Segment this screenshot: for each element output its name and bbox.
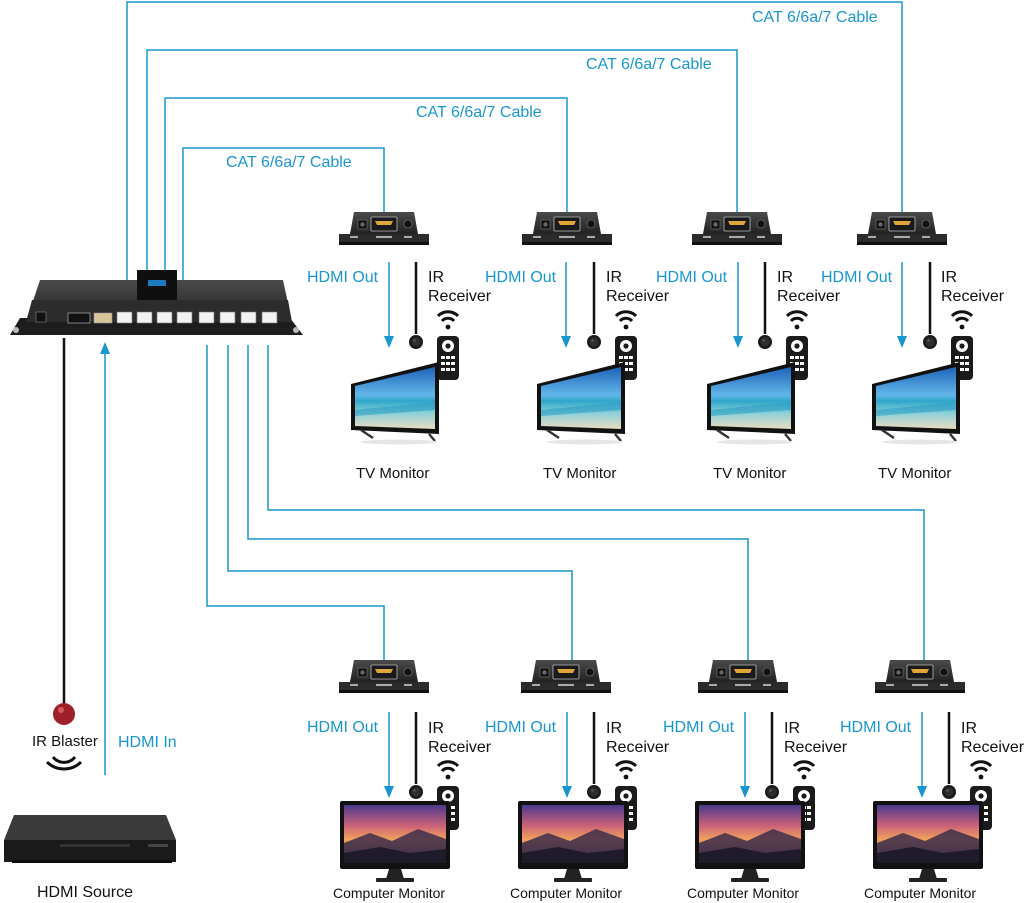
bottom-row-devices — [338, 659, 994, 882]
ir-receiver-line1: IR — [941, 269, 957, 286]
hdmi-out-label: HDMI Out — [656, 269, 728, 286]
ir-receiver-line1: IR — [961, 720, 977, 737]
ir-receiver-line2: Receiver — [606, 739, 670, 756]
ir-receiver-line1: IR — [784, 720, 800, 737]
ir-receiver-label: IR Receiver — [784, 719, 847, 757]
ir-receiver-label: IR Receiver — [777, 268, 840, 306]
ir-receiver-line1: IR — [428, 269, 444, 286]
computer-monitor-label: Computer Monitor — [510, 885, 623, 901]
hdmi-out-label: HDMI Out — [485, 269, 557, 286]
ir-receiver-line1: IR — [777, 269, 793, 286]
tv-monitor-label: TV Monitor — [543, 465, 617, 482]
ir-receiver-line2: Receiver — [606, 288, 670, 305]
ir-receiver-label: IR Receiver — [428, 719, 491, 757]
ir-receiver-line2: Receiver — [428, 739, 492, 756]
tv-monitor-label: TV Monitor — [356, 465, 430, 482]
cat-cables-top — [126, 1, 903, 280]
ir-blaster-label: IR Blaster — [32, 733, 98, 750]
ir-receiver-label: IR Receiver — [961, 719, 1024, 757]
hdmi-in-arrow — [100, 342, 110, 775]
cable-label-4: CAT 6/6a/7 Cable — [226, 154, 352, 171]
hdmi-in-label: HDMI In — [118, 734, 177, 751]
ir-blaster-icon — [53, 703, 75, 725]
ir-receiver-line2: Receiver — [961, 739, 1024, 756]
ir-receiver-line2: Receiver — [941, 288, 1005, 305]
hdmi-out-label: HDMI Out — [840, 719, 912, 736]
ir-receiver-line2: Receiver — [784, 739, 848, 756]
hdmi-splitter-icon — [10, 270, 303, 335]
hdmi-out-label: HDMI Out — [485, 719, 557, 736]
computer-monitor-label: Computer Monitor — [333, 885, 446, 901]
top-row-devices — [338, 211, 975, 446]
cable-label-1: CAT 6/6a/7 Cable — [752, 9, 878, 26]
ir-receiver-line2: Receiver — [777, 288, 841, 305]
ir-receiver-label: IR Receiver — [428, 268, 491, 306]
computer-monitor-label: Computer Monitor — [687, 885, 800, 901]
ir-receiver-line2: Receiver — [428, 288, 492, 305]
ir-receiver-label: IR Receiver — [941, 268, 1004, 306]
ir-receiver-line1: IR — [606, 720, 622, 737]
computer-monitor-label: Computer Monitor — [864, 885, 977, 901]
hdmi-out-label: HDMI Out — [307, 269, 379, 286]
ir-receiver-line1: IR — [606, 269, 622, 286]
bluray-player-icon — [4, 815, 176, 863]
ir-receiver-label: IR Receiver — [606, 268, 669, 306]
hdmi-out-label: HDMI Out — [663, 719, 735, 736]
hdmi-out-label: HDMI Out — [307, 719, 379, 736]
tv-monitor-label: TV Monitor — [878, 465, 952, 482]
ir-receiver-label: IR Receiver — [606, 719, 669, 757]
hdmi-out-label: HDMI Out — [821, 269, 893, 286]
cable-label-3: CAT 6/6a/7 Cable — [416, 104, 542, 121]
cable-label-2: CAT 6/6a/7 Cable — [586, 56, 712, 73]
cat-cables-bottom — [206, 345, 925, 660]
tv-monitor-label: TV Monitor — [713, 465, 787, 482]
wifi-signal-icon — [45, 755, 83, 771]
ir-receiver-line1: IR — [428, 720, 444, 737]
hdmi-source-label: HDMI Source — [37, 884, 134, 901]
